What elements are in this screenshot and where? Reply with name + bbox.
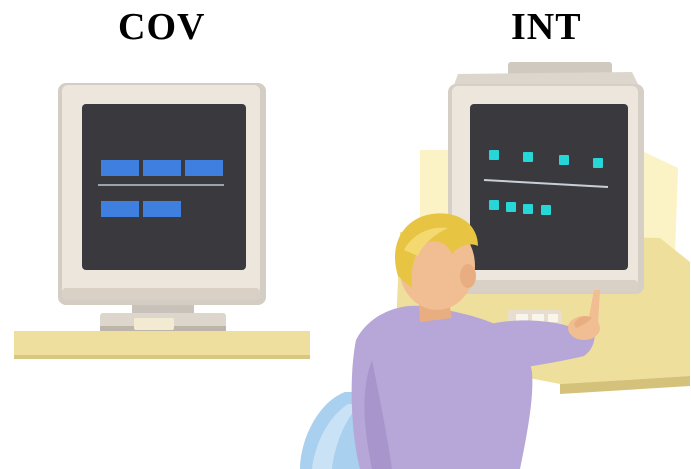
int-top-marker [489,150,499,160]
hair [395,213,478,288]
int-label: INT [511,6,582,48]
hand [568,290,600,340]
int-bottom-marker [506,202,516,212]
cov-bottom-marker [143,201,181,217]
int-bottom-marker [489,200,499,210]
cov-screen [82,104,246,270]
cov-top-marker [101,160,139,176]
cov-monitor [58,83,266,305]
int-top-marker [593,158,603,168]
cov-monitor-stand [100,300,226,331]
cov-workstation [14,83,310,359]
cov-label: COV [118,6,206,48]
int-monitor [448,62,644,294]
cov-top-marker [143,160,181,176]
int-workstation [300,62,690,469]
cov-top-marker [185,160,223,176]
int-marker-group [489,150,603,215]
int-divider-line [483,179,609,188]
int-screen [470,104,628,270]
int-top-marker [523,152,533,162]
int-bottom-marker [523,204,533,214]
cov-desk [14,331,310,359]
cov-bottom-marker [101,201,139,217]
int-bottom-marker [541,205,551,215]
arm [470,318,595,372]
person [351,213,600,469]
int-top-marker [559,155,569,165]
cov-marker-group [101,160,223,217]
